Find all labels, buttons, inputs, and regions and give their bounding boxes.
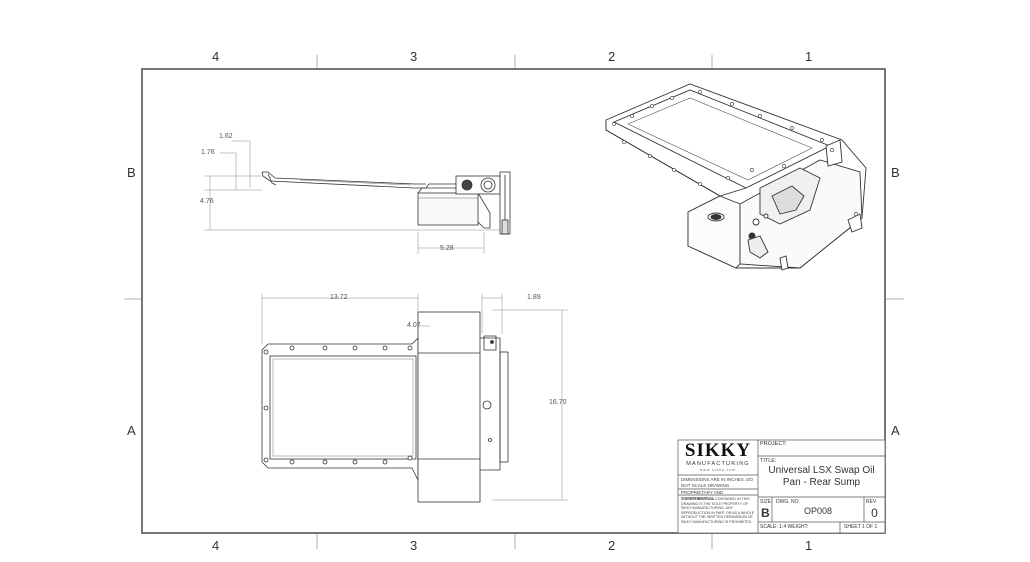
zone-col-top-1: 1 [805, 49, 813, 64]
top-view [261, 311, 509, 503]
zone-col-top-3: 3 [410, 49, 418, 64]
zone-col-bottom-1: 1 [805, 538, 813, 553]
drawing-border [141, 68, 886, 534]
dimension-label: 1.76 [201, 149, 215, 156]
dimension-label: 16.70 [549, 399, 567, 406]
zone-col-bottom-2: 2 [608, 538, 616, 553]
drawing-number-label: DWG. NO. [776, 499, 800, 505]
company-logo: SIKKY [684, 440, 752, 461]
revision-label: REV [866, 499, 877, 505]
scale-weight: SCALE: 1:4 WEIGHT: [760, 524, 809, 530]
project-label: PROJECT: [760, 441, 787, 447]
zone-col-top-2: 2 [608, 49, 616, 64]
proprietary-notice: THE INFORMATION CONTAINED IN THIS DRAWIN… [681, 497, 755, 524]
dimension-label: 1.89 [527, 294, 541, 301]
zone-row-left-a: A [127, 423, 136, 438]
company-logo-tagline: www.sikky.com [699, 468, 737, 472]
title-label: TITLE: [760, 458, 777, 464]
zone-col-top-4: 4 [212, 49, 220, 64]
zone-col-bottom-3: 3 [410, 538, 418, 553]
dimension-label: 1.62 [219, 133, 233, 140]
sheet-number: SHEET 1 OF 1 [844, 524, 878, 530]
zone-row-right-b: B [891, 165, 900, 180]
size-value: B [761, 506, 770, 520]
dimension-label: 4.07 [407, 322, 421, 329]
size-label: SIZE [760, 499, 772, 505]
title-block-frame [677, 439, 886, 534]
proprietary-heading: PROPRIETARY AND CONFIDENTIAL [681, 490, 724, 501]
zone-row-left-b: B [127, 165, 136, 180]
zone-col-bottom-4: 4 [212, 538, 220, 553]
side-view [261, 171, 511, 235]
top-view-dimension-lines [261, 294, 568, 501]
drawing-number: OP008 [803, 506, 833, 516]
zone-ticks [124, 55, 904, 549]
company-logo-subtitle: MANUFACTURING [686, 461, 750, 467]
drawing-title-line-1: Universal LSX Swap Oil [768, 465, 875, 476]
zone-row-right-a: A [891, 423, 900, 438]
isometric-view [605, 83, 867, 271]
dimension-label: 13.72 [330, 294, 348, 301]
dimension-label: 4.76 [200, 198, 214, 205]
dimension-label: 5.28 [440, 245, 454, 252]
isometric-bolt-holes [612, 90, 858, 216]
drawing-title-line-2: Pan - Rear Sump [782, 477, 861, 488]
revision-value: 0 [871, 506, 878, 520]
dimensions-note: DIMENSIONS ARE IN INCHES. DO NOT SCALE D… [681, 477, 754, 488]
side-view-dimension-lines [204, 140, 500, 254]
